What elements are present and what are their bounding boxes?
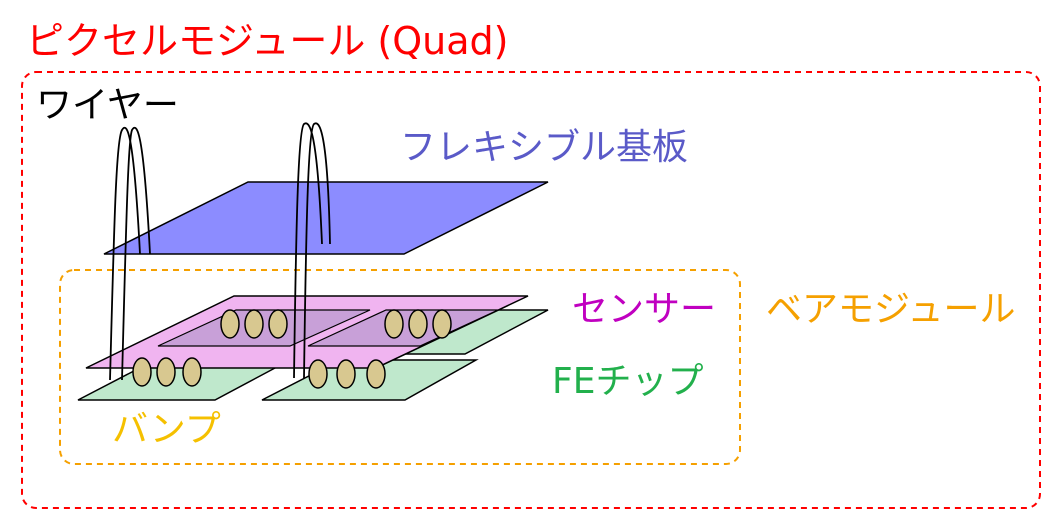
bump-row-upper-left	[220, 309, 288, 339]
bump-label: バンプ	[112, 409, 221, 450]
sensor-label: センサー	[572, 289, 717, 330]
bump-row-lower-left	[132, 357, 202, 387]
bare-module-label: ベアモジュール	[766, 289, 1016, 330]
bump-row-lower-right	[308, 359, 386, 389]
wire-bonds-right	[293, 122, 331, 379]
fe-chip-label: FEチップ	[552, 361, 704, 402]
wire-label: ワイヤー	[36, 85, 179, 126]
sensor-window-left	[157, 309, 371, 347]
flex-circuit-board	[103, 181, 549, 255]
outer-module-border	[21, 71, 1041, 509]
wire-bonds-left	[109, 126, 151, 381]
bump-row-upper-right	[384, 309, 452, 339]
bare-module-border	[59, 269, 741, 465]
flex-circuit-label: フレキシブル基板	[400, 127, 689, 168]
diagram-title: ピクセルモジュール (Quad)	[26, 19, 509, 63]
